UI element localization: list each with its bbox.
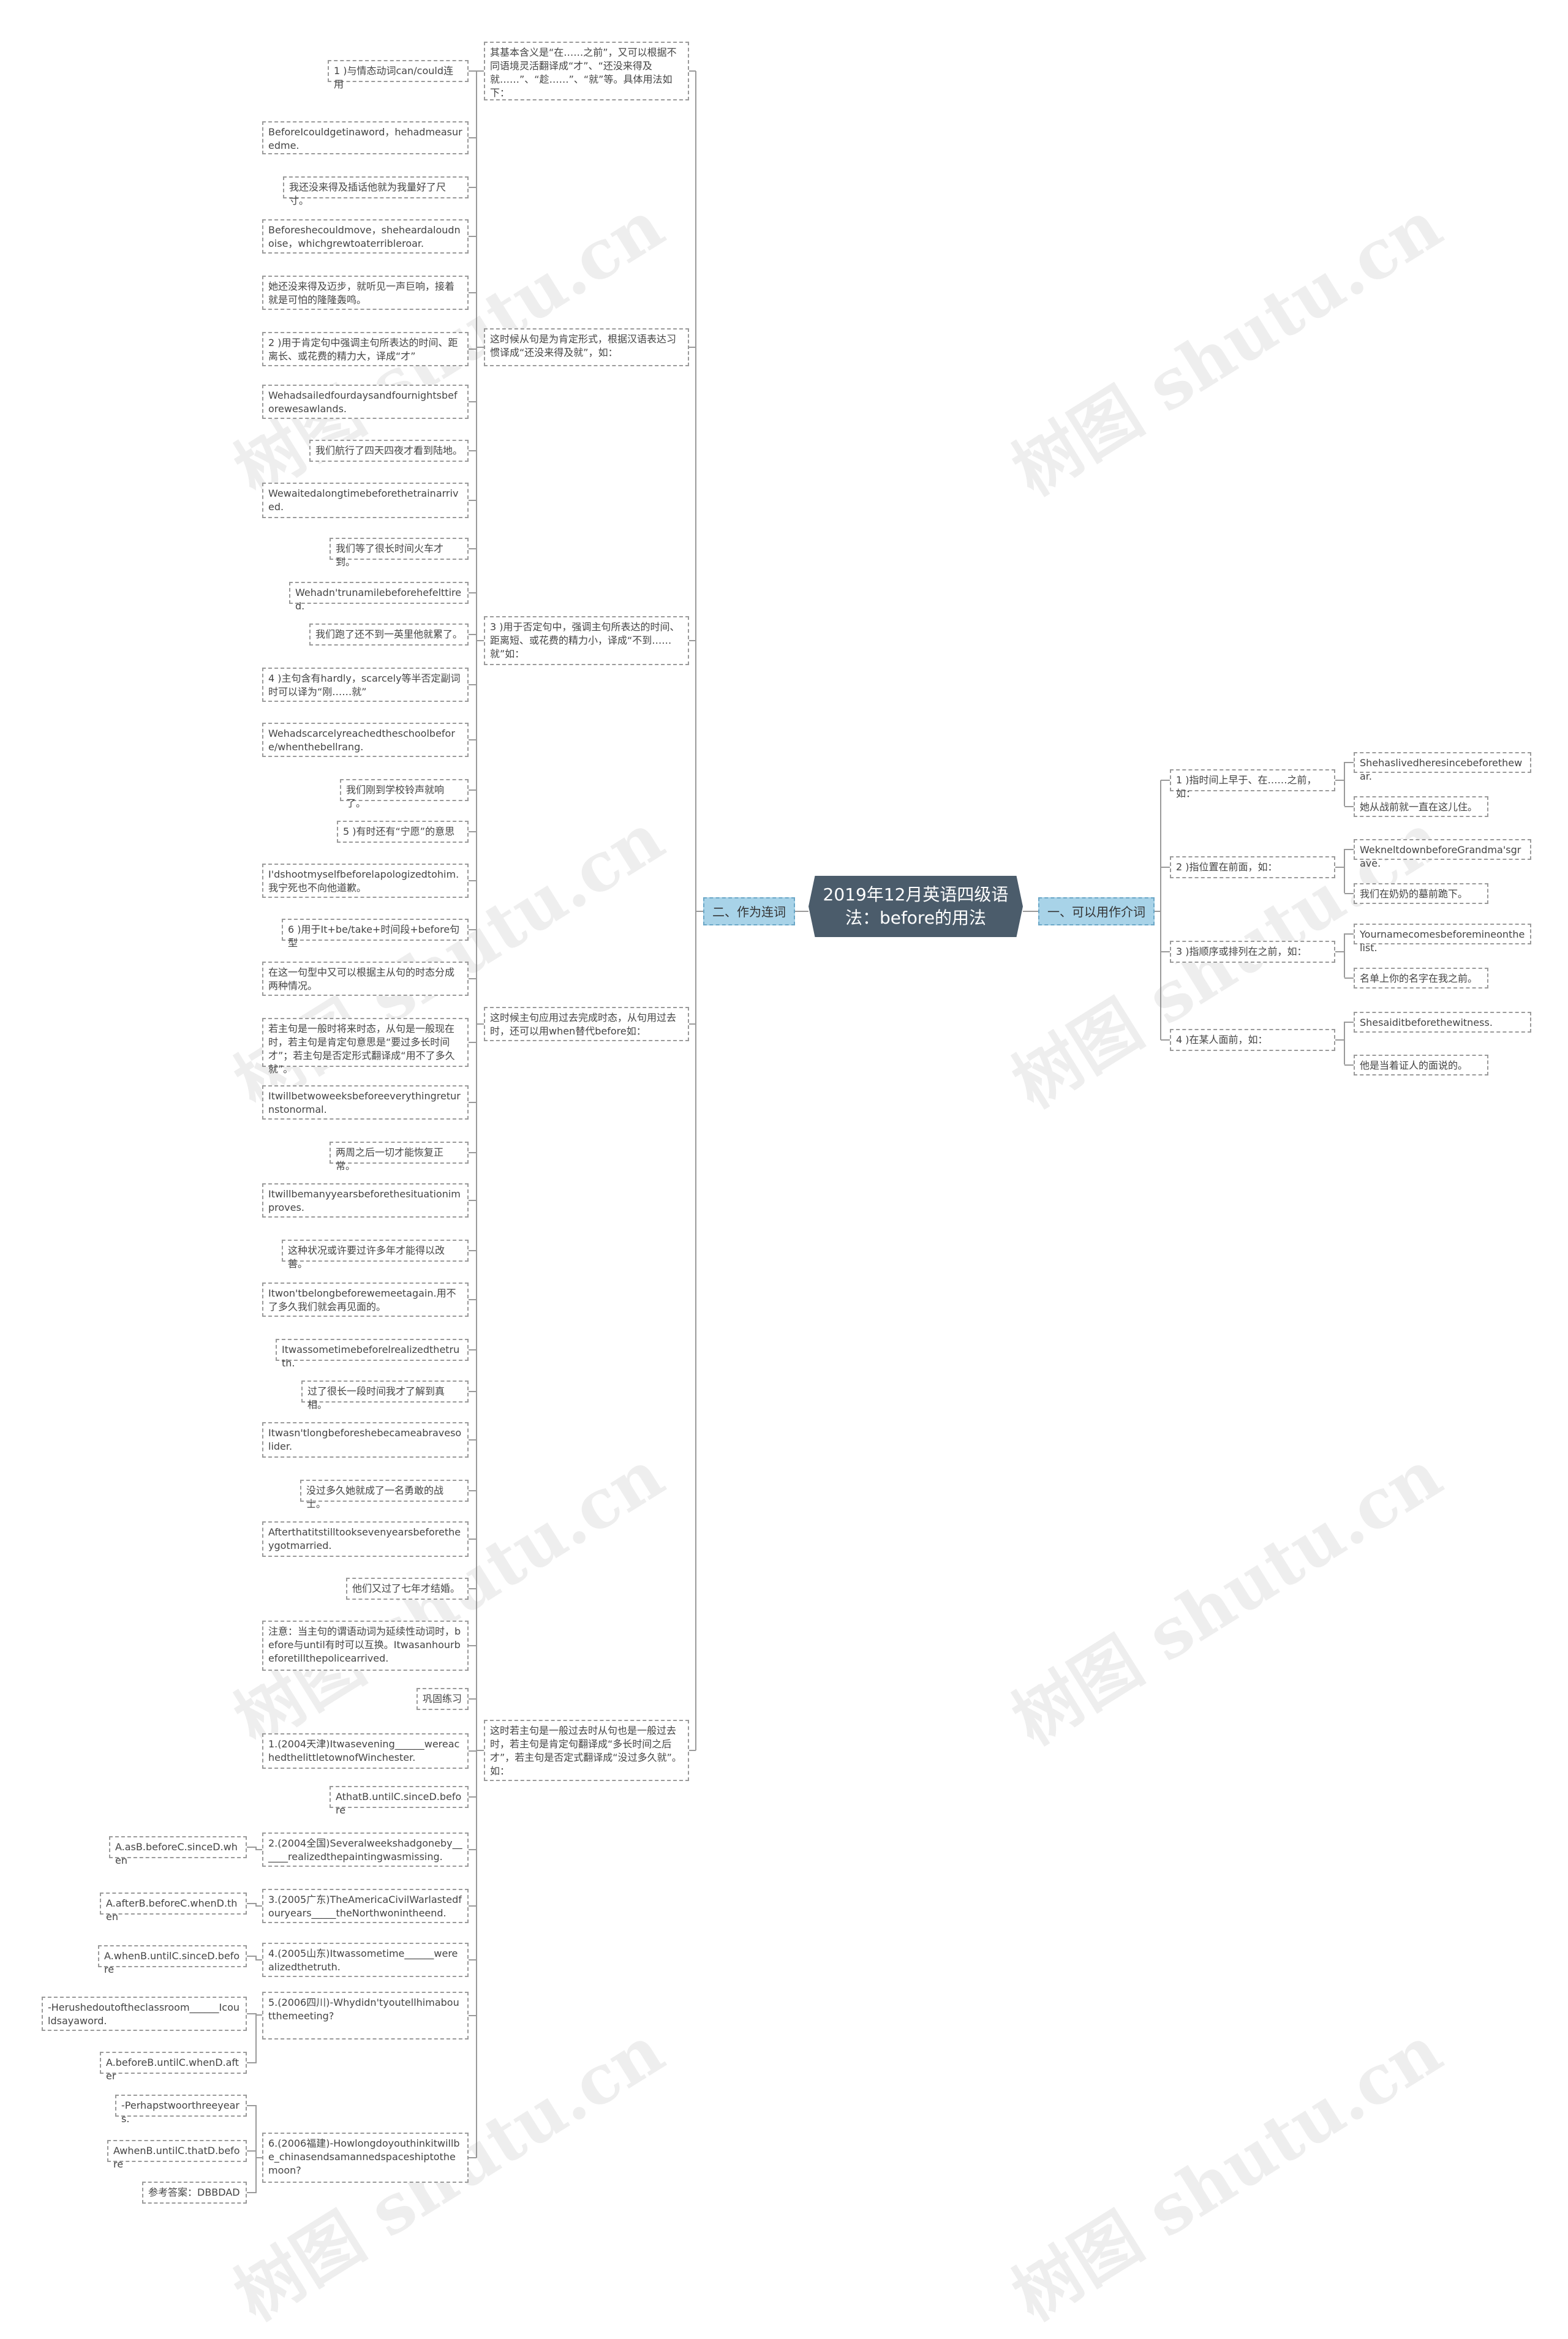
conjunction-item[interactable]: 过了很长一段时间我才了解到真相。 bbox=[301, 1380, 469, 1411]
conjunction-item[interactable]: 6 )用于It+be/take+时间段+before句型 bbox=[282, 919, 469, 949]
preposition-usage-4[interactable]: 4 )在某人面前，如： bbox=[1170, 1029, 1335, 1051]
conjunction-item[interactable]: 2 )用于肯定句中强调主句所表达的时间、距离长、或花费的精力大，译成“才” bbox=[262, 332, 469, 366]
conjunction-item[interactable]: 在这一句型中又可以根据主从句的时态分成两种情况。 bbox=[262, 962, 469, 996]
preposition-example[interactable]: WekneltdownbeforeGrandma'sgrave. bbox=[1354, 839, 1531, 869]
preposition-example[interactable]: 我们在奶奶的墓前跪下。 bbox=[1354, 883, 1488, 904]
conjunction-item[interactable]: 4 )主句含有hardly，scarcely等半否定副词时可以译为“刚……就” bbox=[262, 668, 469, 702]
answer-option[interactable]: A.asB.beforeC.sinceD.when bbox=[109, 1836, 247, 1866]
connector-lines bbox=[247, 70, 1354, 2193]
branch-conjunction[interactable]: 二、作为连词 bbox=[703, 897, 795, 925]
conjunction-item[interactable]: 没过多久她就成了一名勇敢的战士。 bbox=[300, 1480, 469, 1510]
preposition-usage-2[interactable]: 2 )指位置在前面，如： bbox=[1170, 856, 1335, 878]
conjunction-item[interactable]: Beforeshecouldmove，sheheardaloudnoise，wh… bbox=[262, 219, 469, 254]
connector bbox=[247, 1956, 262, 1960]
answer-option[interactable]: AwhenB.untilC.thatD.before bbox=[107, 2140, 247, 2170]
connector bbox=[247, 2014, 262, 2063]
conjunction-item[interactable]: Wehadsailedfourdaysandfournightsbeforewe… bbox=[262, 385, 469, 419]
preposition-example[interactable]: Shehaslivedheresincebeforethewar. bbox=[1354, 752, 1531, 782]
conjunction-item[interactable]: Wehadn'trunamilebeforehefelttired. bbox=[289, 582, 469, 612]
conjunction-item[interactable]: 注意：当主句的谓语动词为延续性动词时，before与until有时可以互换。It… bbox=[262, 1621, 469, 1671]
conjunction-item[interactable]: 两周之后一切才能恢复正常。 bbox=[330, 1142, 469, 1172]
preposition-example[interactable]: 名单上你的名字在我之前。 bbox=[1354, 968, 1488, 989]
conjunction-group-3[interactable]: 3 )用于否定句中，强调主句所表达的时间、距离短、或花费的精力小，译成“不到……… bbox=[484, 616, 689, 665]
conjunction-group-2[interactable]: 这时候从句是为肯定形式，根据汉语表达习惯译成“还没来得及就”，如： bbox=[484, 328, 689, 366]
connector bbox=[247, 1903, 262, 1907]
conjunction-item[interactable]: 4.(2005山东)Itwassometime______werealizedt… bbox=[262, 1943, 469, 1977]
conjunction-item[interactable]: 1 )与情态动词can/could连用 bbox=[328, 60, 469, 90]
conjunction-group-5[interactable]: 这时若主句是一般过去时从句也是一般过去时，若主句是肯定句翻译成“多长时间之后才”… bbox=[484, 1720, 689, 1781]
answer-option[interactable]: -Perhapstwoorthreeyears. bbox=[115, 2095, 247, 2125]
conjunction-item[interactable]: 他们又过了七年才结婚。 bbox=[346, 1578, 469, 1600]
preposition-example[interactable]: 她从战前就一直在这儿住。 bbox=[1354, 796, 1488, 817]
answer-option[interactable]: -Herushedoutoftheclassroom______Icouldsa… bbox=[42, 1997, 247, 2031]
conjunction-item[interactable]: 我们刚到学校铃声就响了。 bbox=[340, 779, 469, 809]
conjunction-item[interactable]: I'dshootmyselfbeforelapologizedtohim.我宁死… bbox=[262, 864, 469, 898]
conjunction-item[interactable]: Itwasn'tlongbeforeshebecameabravesolider… bbox=[262, 1422, 469, 1458]
preposition-example[interactable]: Yournamecomesbeforemineonthelist. bbox=[1354, 924, 1531, 954]
conjunction-item[interactable]: Itwillbemanyyearsbeforethesituationimpro… bbox=[262, 1183, 469, 1218]
conjunction-item[interactable]: 巩固练习 bbox=[417, 1688, 469, 1710]
preposition-example[interactable]: Shesaiditbeforethewitness. bbox=[1354, 1012, 1531, 1033]
conjunction-group-1[interactable]: 其基本含义是“在……之前”，又可以根据不同语境灵活翻译成“才”、“还没来得及就…… bbox=[484, 42, 689, 100]
conjunction-item[interactable]: Itwassometimebeforelrealizedthetruth. bbox=[276, 1339, 469, 1369]
conjunction-item[interactable]: Wewaitedalongtimebeforethetrainarrived. bbox=[262, 483, 469, 518]
preposition-example[interactable]: 他是当着证人的面说的。 bbox=[1354, 1055, 1488, 1075]
connector bbox=[247, 1847, 262, 1850]
connector bbox=[247, 2157, 262, 2193]
preposition-usage-1[interactable]: 1 )指时间上早于、在……之前，如： bbox=[1170, 769, 1335, 799]
conjunction-item[interactable]: 6.(2006福建)-Howlongdoyouthinkitwillbe_chi… bbox=[262, 2133, 469, 2183]
conjunction-item[interactable]: Itwillbetwoweeksbeforeeverythingreturnst… bbox=[262, 1085, 469, 1120]
answer-option[interactable]: 参考答案：DBBDAD bbox=[142, 2182, 247, 2204]
conjunction-item[interactable]: Afterthatitstilltooksevenyearsbeforethey… bbox=[262, 1521, 469, 1557]
conjunction-item[interactable]: 她还没来得及迈步，就听见一声巨响，接着就是可怕的隆隆轰鸣。 bbox=[262, 276, 469, 310]
branch-preposition[interactable]: 一、可以用作介词 bbox=[1038, 897, 1155, 925]
conjunction-item[interactable]: BeforeIcouldgetinaword，hehadmeasuredme. bbox=[262, 121, 469, 154]
conjunction-item[interactable]: 这种状况或许要过许多年才能得以改善。 bbox=[282, 1240, 469, 1270]
conjunction-item[interactable]: 我们航行了四天四夜才看到陆地。 bbox=[309, 440, 469, 462]
conjunction-item[interactable]: Wehadscarcelyreachedtheschoolbefore/when… bbox=[262, 723, 469, 757]
conjunction-item[interactable]: 5.(2006四川)-Whydidn'tyoutellhimabouttheme… bbox=[262, 1992, 469, 2040]
answer-option[interactable]: A.afterB.beforeC.whenD.then bbox=[100, 1893, 247, 1923]
conjunction-item[interactable]: 若主句是一般时将来时态，从句是一般现在时，若主句是肯定句意思是“要过多长时间才”… bbox=[262, 1018, 469, 1075]
preposition-usage-3[interactable]: 3 )指顺序或排列在之前，如： bbox=[1170, 941, 1335, 963]
conjunction-item[interactable]: 1.(2004天津)Itwasevening______wereachedthe… bbox=[262, 1733, 469, 1769]
conjunction-item[interactable]: 我们跑了还不到一英里他就累了。 bbox=[309, 623, 469, 646]
mind-map-canvas: 树图 shutu.cn 树图 shutu.cn 树图 shutu.cn 树图 s… bbox=[42, 42, 1531, 2336]
root-topic[interactable]: 2019年12月英语四级语法：before的用法 bbox=[809, 876, 1023, 937]
answer-option[interactable]: A.whenB.untilC.sinceD.before bbox=[98, 1945, 247, 1975]
conjunction-item[interactable]: 3.(2005广东)TheAmericaCivilWarlastedfourye… bbox=[262, 1889, 469, 1923]
conjunction-item[interactable]: AthatB.untilC.sinceD.before bbox=[330, 1786, 469, 1816]
conjunction-item[interactable]: 我还没来得及插话他就为我量好了尺寸。 bbox=[283, 176, 469, 206]
conjunction-item[interactable]: 5 )有时还有“宁愿”的意思 bbox=[337, 821, 469, 843]
connector bbox=[247, 2105, 262, 2158]
conjunction-group-4[interactable]: 这时候主句应用过去完成时态，从句用过去时，还可以用when替代before如： bbox=[484, 1007, 689, 1041]
answer-option[interactable]: A.beforeB.untilC.whenD.after bbox=[100, 2052, 247, 2082]
conjunction-item[interactable]: 2.(2004全国)Severalweekshadgoneby______rea… bbox=[262, 1832, 469, 1867]
conjunction-item[interactable]: 我们等了很长时间火车才到。 bbox=[330, 538, 469, 568]
connector bbox=[247, 2150, 262, 2158]
conjunction-item[interactable]: Itwon'tbelongbeforewemeetagain.用不了多久我们就会… bbox=[262, 1282, 469, 1317]
